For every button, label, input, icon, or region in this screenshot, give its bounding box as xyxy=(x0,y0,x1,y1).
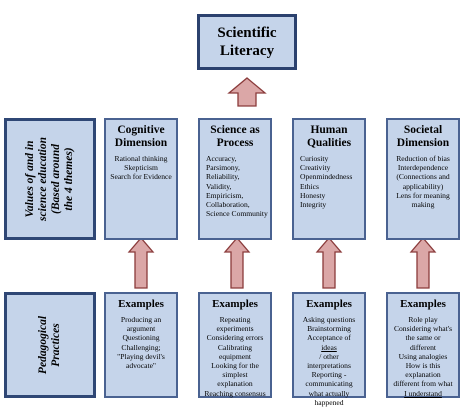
up-arrow-process xyxy=(223,237,251,289)
theme-item: Lens for meaning xyxy=(396,190,450,200)
theme-item: Ethics xyxy=(300,181,319,191)
example-item: Challenging; xyxy=(121,342,161,352)
values-label-line-3: (Based around xyxy=(50,144,62,214)
example-item: Acceptance of xyxy=(307,333,351,343)
up-arrow-to-title xyxy=(227,77,267,107)
example-item: explanation xyxy=(217,379,253,389)
theme-heading: Cognitive xyxy=(117,124,165,136)
example-item: How is this xyxy=(405,361,441,371)
examples-heading: Examples xyxy=(118,298,164,310)
theme-item: Validity, xyxy=(206,181,232,191)
example-item: different xyxy=(409,342,436,352)
title-line-2: Literacy xyxy=(219,43,275,59)
theme-item: Honesty xyxy=(300,190,326,200)
example-item: explanation xyxy=(405,370,441,380)
theme-item: Curiosity xyxy=(300,154,329,163)
example-item: Considering what's xyxy=(393,324,453,334)
example-item: Questioning xyxy=(122,333,160,343)
examples-heading: Examples xyxy=(212,298,258,310)
pedagogical-label-line-1: Pedagogical xyxy=(37,315,49,375)
theme-item: making xyxy=(411,200,435,210)
example-item: Producing an xyxy=(120,315,162,324)
scientific-literacy-box: Scientific Literacy xyxy=(197,14,297,70)
example-item: experiments xyxy=(216,324,254,334)
example-item: communicating xyxy=(305,379,353,389)
example-item: Reaching consensus xyxy=(204,388,266,398)
human-qualities-box: Human Qualities Curiosity Creativity Ope… xyxy=(292,118,366,240)
societal-dimension-box: Societal Dimension Reduction of bias Int… xyxy=(386,118,460,240)
theme-item: (Connections and xyxy=(396,172,450,182)
example-item: Brainstorming xyxy=(307,324,351,334)
example-item: Repeating xyxy=(219,315,251,324)
title-line-1: Scientific xyxy=(217,25,277,41)
theme-item: Reduction of bias xyxy=(396,154,450,163)
examples-heading: Examples xyxy=(400,298,446,310)
theme-item: Empiricism, xyxy=(206,190,244,200)
theme-heading: Dimension xyxy=(396,137,450,149)
example-item: the same or xyxy=(405,333,441,343)
up-arrow-human xyxy=(315,237,343,289)
theme-heading: Human xyxy=(310,124,348,136)
example-item: Considering errors xyxy=(206,333,264,343)
example-item: different from what xyxy=(393,379,453,389)
example-item: Reporting - xyxy=(311,370,347,380)
example-item-other: / other xyxy=(319,351,339,361)
theme-item: Openmindedness xyxy=(300,172,353,182)
up-arrow-societal xyxy=(409,237,437,289)
theme-heading: Dimension xyxy=(114,137,168,149)
cognitive-dimension-box: Cognitive Dimension Rational thinking Sk… xyxy=(104,118,178,240)
theme-item: Reliability, xyxy=(206,172,240,182)
human-examples-box: Examples Asking questions Brainstorming … xyxy=(292,292,366,407)
theme-heading: Societal xyxy=(403,124,443,136)
example-item: Looking for the xyxy=(211,361,259,371)
example-item: "Playing devil's xyxy=(117,351,165,361)
theme-heading: Process xyxy=(216,137,254,149)
cognitive-examples-box: Examples Producing an argument Questioni… xyxy=(104,292,178,398)
example-item: advocate" xyxy=(125,361,157,371)
example-item-ideas-line: ideas / other xyxy=(296,343,362,361)
values-label-line-1: Values of and in xyxy=(24,140,36,218)
up-arrow-cognitive xyxy=(127,237,155,289)
values-side-label-box: Values of and in science education (Base… xyxy=(4,118,96,240)
theme-item: Rational thinking xyxy=(114,154,168,163)
theme-item: Parsimony, xyxy=(206,163,240,173)
example-item: happened xyxy=(314,397,344,407)
process-examples-box: Examples Repeating experiments Consideri… xyxy=(198,292,272,398)
societal-examples-box: Examples Role play Considering what's th… xyxy=(386,292,460,398)
example-item: Calibrating xyxy=(217,342,253,352)
values-label-line-4: the 4 themes) xyxy=(63,147,75,211)
theme-item: Interdependence xyxy=(397,163,449,173)
example-item: equipment xyxy=(218,351,252,361)
pedagogical-side-label-box: Pedagogical Practices xyxy=(4,292,96,398)
theme-item: Search for Evidence xyxy=(110,172,172,182)
example-item: Asking questions xyxy=(302,315,356,324)
theme-item: Accuracy, xyxy=(206,154,237,163)
example-item: simplest xyxy=(222,370,248,380)
theme-heading: Science as xyxy=(210,124,260,136)
example-item: what actually xyxy=(308,388,350,398)
example-item-ideas: ideas xyxy=(321,342,337,352)
theme-item: Collaboration, xyxy=(206,200,250,210)
example-item: Role play xyxy=(408,315,438,324)
theme-item: Integrity xyxy=(300,200,327,210)
theme-item: Skepticism xyxy=(124,163,158,173)
example-item: I understand xyxy=(404,388,442,398)
values-label-line-2: science education xyxy=(37,137,49,221)
pedagogical-label-line-2: Practices xyxy=(50,323,62,367)
example-item: argument xyxy=(126,324,156,334)
example-item: Using analogies xyxy=(398,351,448,361)
theme-item: Science Community xyxy=(206,209,268,219)
examples-heading: Examples xyxy=(306,298,352,310)
example-item: interpretations xyxy=(307,361,351,371)
theme-item: applicability) xyxy=(402,181,444,191)
theme-item: Creativity xyxy=(300,163,331,173)
science-as-process-box: Science as Process Accuracy, Parsimony, … xyxy=(198,118,272,240)
theme-heading: Qualities xyxy=(306,137,352,149)
